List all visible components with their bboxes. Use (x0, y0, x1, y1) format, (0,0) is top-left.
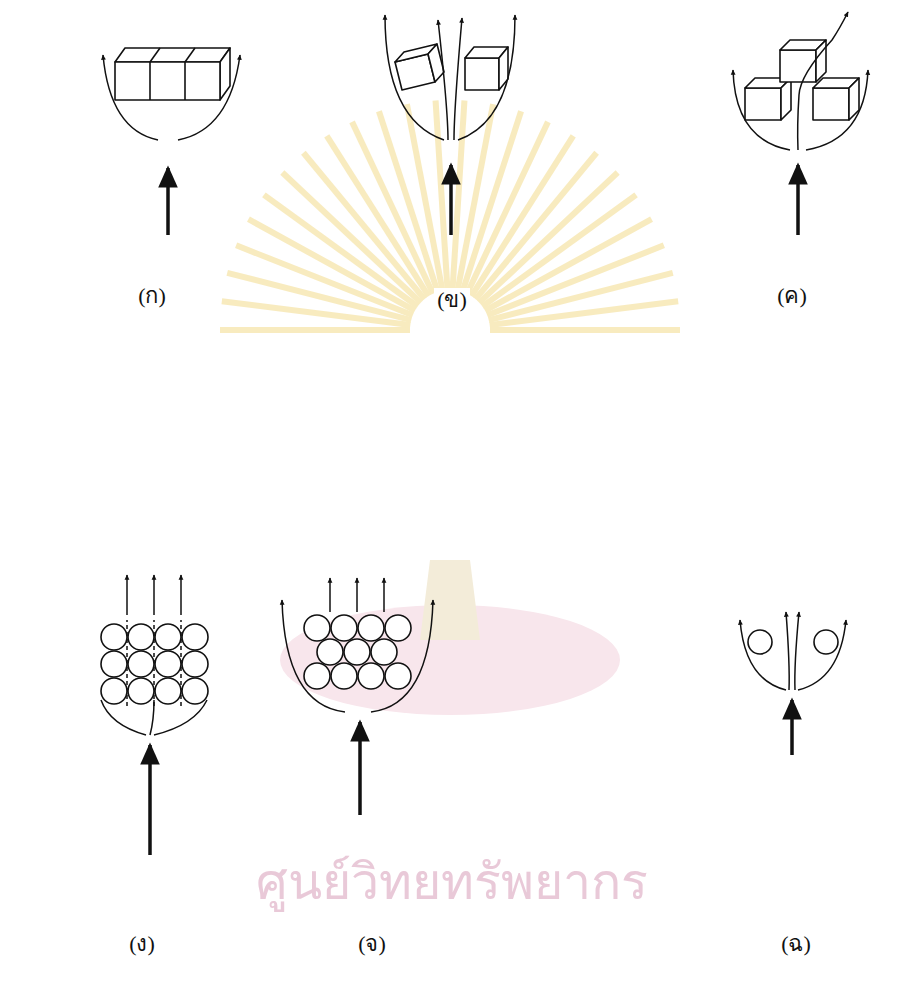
particle (101, 624, 127, 650)
emblem-ray (379, 111, 438, 292)
panel-label: (ค) (774, 284, 810, 308)
particle (128, 651, 154, 677)
emblem-ray (220, 327, 410, 333)
particle (304, 615, 330, 641)
particle (358, 615, 384, 641)
particle (155, 624, 181, 650)
emblem-ray (490, 301, 679, 325)
panel-label: (ก) (135, 284, 169, 308)
watermark: ศูนย์วิทยทรัพยากร (256, 855, 648, 910)
particle (331, 615, 357, 641)
emblem-ray (303, 153, 424, 299)
emblem-ray (457, 104, 493, 291)
particle (385, 663, 411, 689)
cube-row (115, 48, 230, 100)
emblem-ray (282, 173, 421, 303)
panel-label: (ข) (434, 288, 470, 312)
emblem-ray (436, 100, 448, 290)
particle (748, 630, 772, 654)
particle (304, 663, 330, 689)
particle (101, 651, 127, 677)
particle (155, 678, 181, 704)
particle (182, 651, 208, 677)
particle (182, 624, 208, 650)
particle (128, 624, 154, 650)
particle (155, 651, 181, 677)
particle-circles (101, 615, 838, 704)
panel-label: (ง) (126, 932, 158, 956)
cube-pyramid (745, 40, 859, 120)
particle (331, 663, 357, 689)
particle (358, 663, 384, 689)
particle (371, 639, 397, 665)
cube-pair (395, 44, 508, 90)
particle (344, 639, 370, 665)
particle (182, 678, 208, 704)
particle (101, 678, 127, 704)
panel-label: (จ) (355, 932, 389, 956)
particle (385, 615, 411, 641)
emblem-ray (490, 327, 680, 333)
emblem-ray (479, 173, 618, 303)
emblem-rays (220, 100, 680, 330)
emblem-crown (420, 560, 480, 640)
particle (128, 678, 154, 704)
panel-label: (ฉ) (778, 932, 814, 956)
particle (814, 630, 838, 654)
particle (317, 639, 343, 665)
